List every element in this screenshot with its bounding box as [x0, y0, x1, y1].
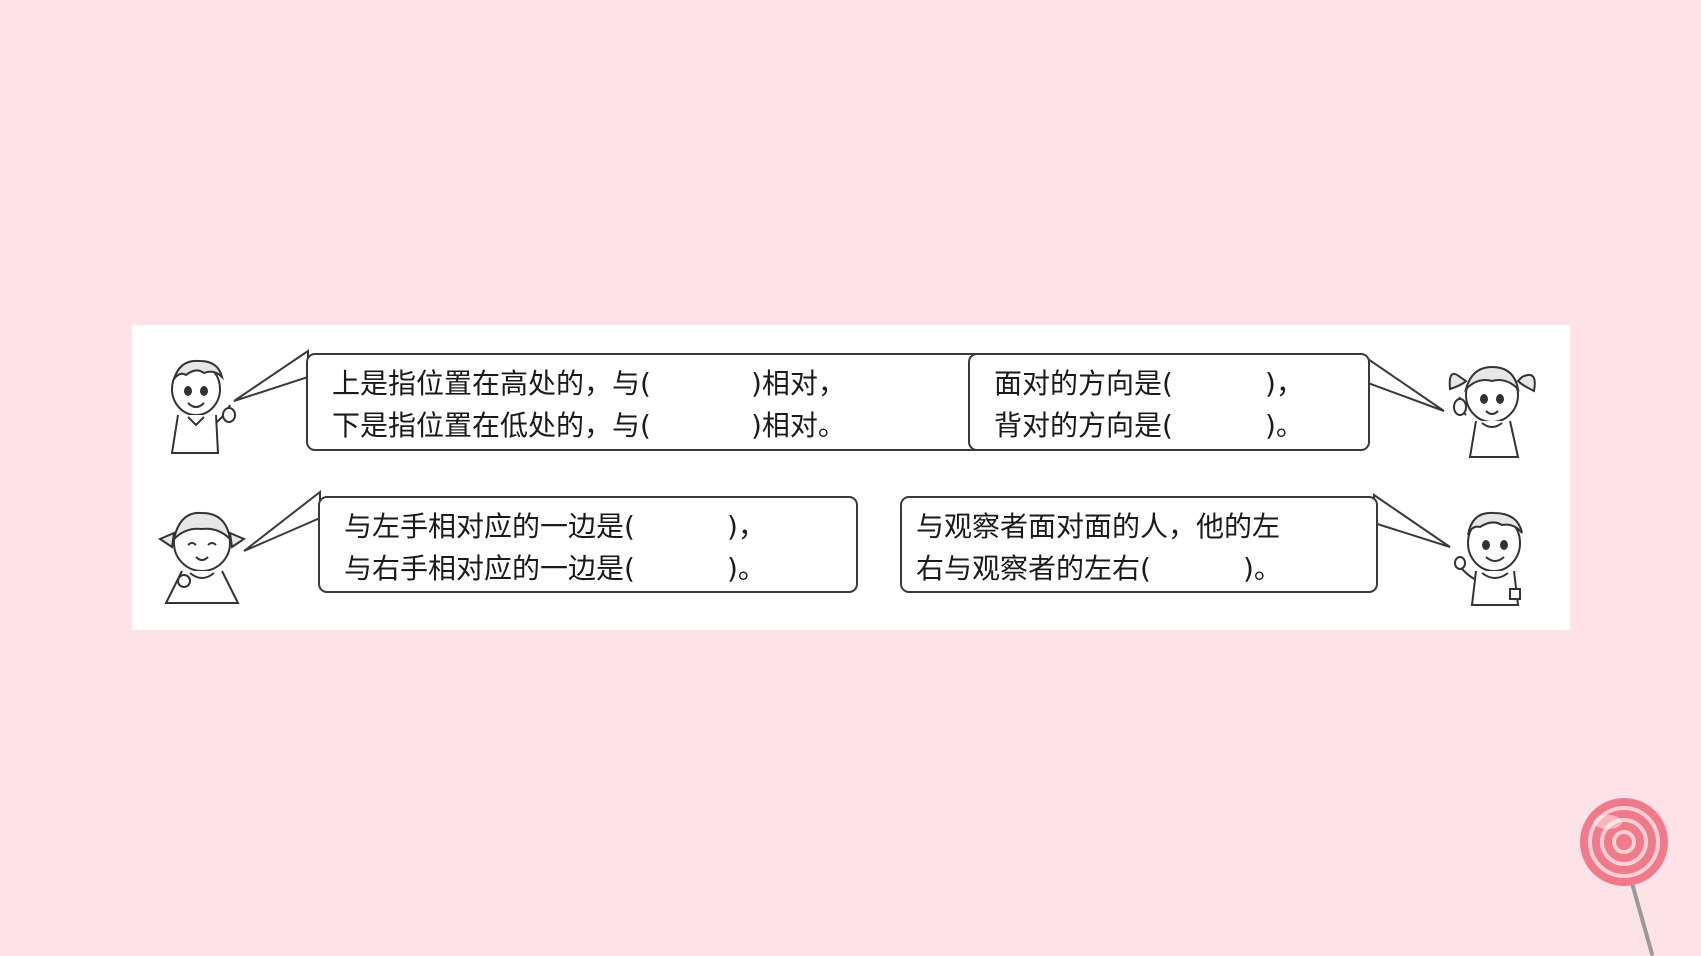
- boy-pointing-icon: [170, 359, 236, 454]
- text-segment: )。: [726, 552, 766, 585]
- bubble-line: 背对的方向是( )。: [994, 405, 1354, 447]
- text-segment: 背对的方向是(: [994, 409, 1173, 442]
- text-segment: 面对的方向是(: [994, 367, 1173, 400]
- text-segment: )相对，: [750, 367, 846, 400]
- bubble-line: 与左手相对应的一边是( )，: [344, 506, 842, 548]
- text-segment: )，: [726, 510, 766, 543]
- bubble-left-right: 与左手相对应的一边是( )， 与右手相对应的一边是( )。: [318, 496, 858, 593]
- text-segment: 上是指位置在高处的，与(: [332, 367, 651, 400]
- lollipop-icon: [1580, 798, 1668, 956]
- text-segment: 下是指位置在低处的，与(: [332, 409, 651, 442]
- bubble-front-back: 面对的方向是( )， 背对的方向是( )。: [968, 353, 1370, 451]
- content-panel: 上是指位置在高处的，与( )相对， 下是指位置在低处的，与( )相对。 面对的方向是…: [132, 325, 1570, 630]
- bubble-line: 上是指位置在高处的，与( )相对，: [332, 363, 1068, 405]
- girl-bows-icon: [157, 511, 247, 604]
- text-segment: 与右手相对应的一边是(: [344, 552, 635, 585]
- tail-facing-observer: [1373, 493, 1451, 548]
- bubble-up-down: 上是指位置在高处的，与( )相对， 下是指位置在低处的，与( )相对。: [306, 353, 1084, 451]
- text-segment: )，: [1264, 367, 1304, 400]
- tail-left-right: [243, 489, 321, 552]
- bubble-line: 面对的方向是( )，: [994, 363, 1354, 405]
- text-segment: 与左手相对应的一边是(: [344, 510, 635, 543]
- bubble-line: 下是指位置在低处的，与( )相对。: [332, 405, 1068, 447]
- text-segment: )相对。: [750, 409, 846, 442]
- bubble-line: 与右手相对应的一边是( )。: [344, 548, 842, 590]
- bubble-line: 右与观察者的左右( )。: [916, 548, 1362, 590]
- text-segment: )。: [1242, 552, 1282, 585]
- bubble-line: 与观察者面对面的人，他的左: [916, 510, 1281, 543]
- boy-smiling-icon: [1454, 511, 1523, 606]
- bubble-tails: [233, 349, 1451, 552]
- bubble-facing-observer: 与观察者面对面的人，他的左 右与观察者的左右( )。: [900, 496, 1378, 593]
- text-segment: )。: [1264, 409, 1304, 442]
- tail-front-back: [1367, 357, 1445, 412]
- girl-pigtails-icon: [1448, 365, 1536, 458]
- tail-up-down: [233, 349, 309, 402]
- text-segment: 右与观察者的左右(: [916, 552, 1151, 585]
